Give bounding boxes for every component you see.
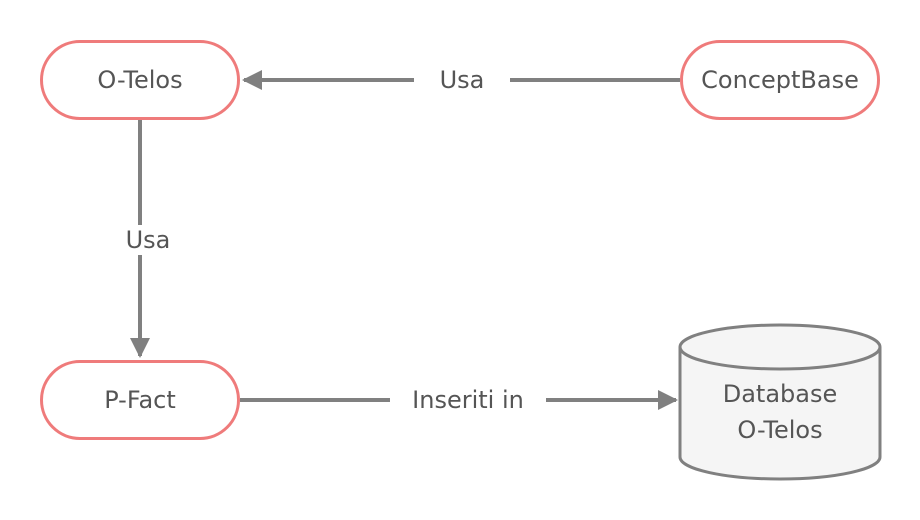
node-database-label-line2: O-Telos <box>737 416 823 444</box>
edge-label-conceptbase-to-otelos: Usa <box>414 65 510 95</box>
edge-label-otelos-to-pfact: Usa <box>100 225 196 255</box>
node-otelos-label: O-Telos <box>97 66 183 94</box>
node-pfact[interactable]: P-Fact <box>40 360 240 440</box>
node-otelos[interactable]: O-Telos <box>40 40 240 120</box>
node-pfact-label: P-Fact <box>104 386 176 414</box>
edge-label-pfact-to-database: Inseriti in <box>390 385 546 415</box>
node-database-label-line1: Database <box>722 380 838 408</box>
node-conceptbase-label: ConceptBase <box>701 66 859 94</box>
database-cylinder[interactable] <box>678 323 882 481</box>
node-database-label: Database O-Telos <box>680 376 880 448</box>
node-conceptbase[interactable]: ConceptBase <box>680 40 880 120</box>
